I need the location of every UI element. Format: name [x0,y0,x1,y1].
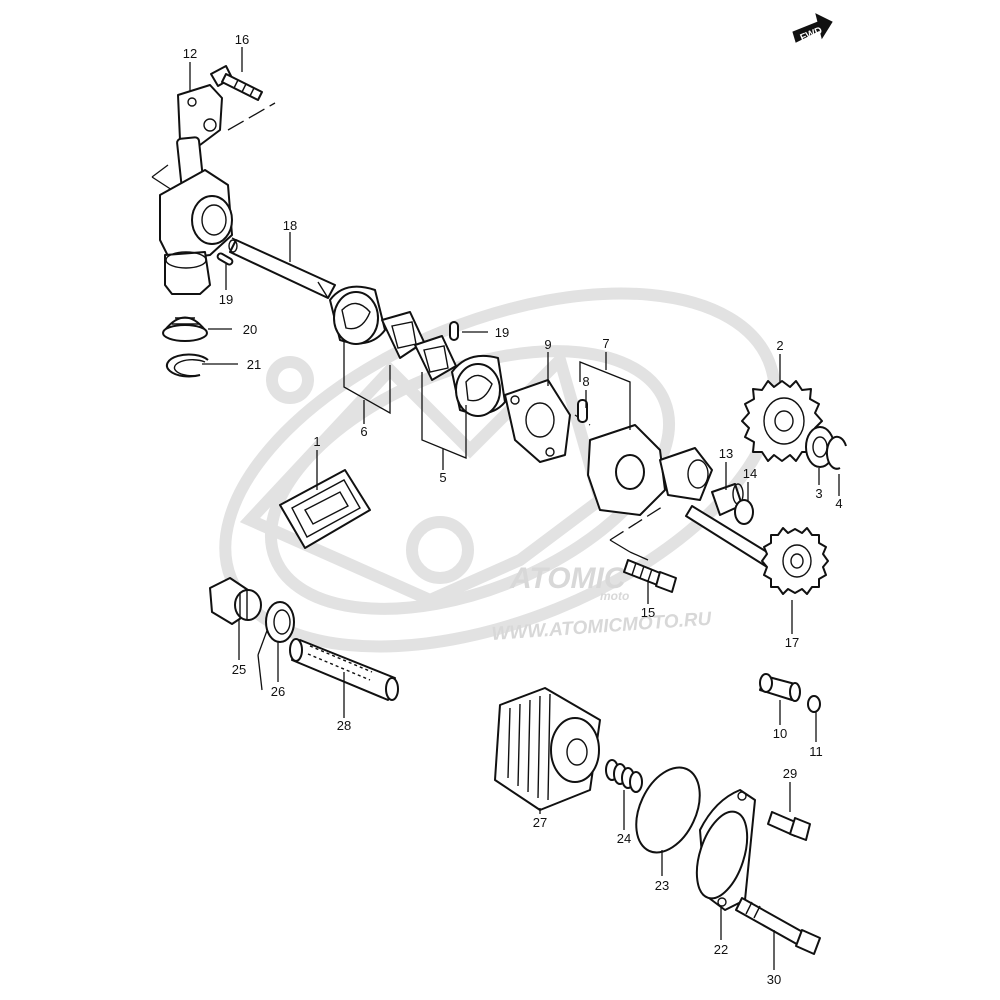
fwd-arrow-icon: FWD [792,13,833,44]
callout-4: 4 [835,496,842,511]
part-14-o-ring [734,499,754,525]
leader-lines [189,47,840,970]
callout-2: 2 [776,338,783,353]
part-15-bolt [623,559,677,593]
part-22-filter-cover [695,789,756,911]
callout-30: 30 [767,972,781,987]
part-4-circlip [825,435,847,470]
callout-6: 6 [360,424,367,439]
part-24-spring [605,759,643,793]
part-10-fitting [759,673,801,702]
callout-12: 12 [183,46,197,61]
part-8-pin [577,399,588,423]
part-23-o-ring [635,766,701,854]
callout-1: 1 [313,434,320,449]
callout-27: 27 [533,815,547,830]
callout-26: 26 [271,684,285,699]
callout-21: 21 [247,357,261,372]
callout-17: 17 [785,635,799,650]
callout-10: 10 [773,726,787,741]
part-17-gear-shaft [685,505,829,595]
callout-8: 8 [582,374,589,389]
callout-16: 16 [235,32,249,47]
part-25-drain-bolt [209,577,262,625]
part-27-oil-filter [494,687,601,811]
part-2-gear [741,380,823,462]
part-30-long-bolt [735,897,821,955]
part-5-rotor-set [414,335,506,417]
callout-13: 13 [719,446,733,461]
callout-11: 11 [809,744,823,759]
callout-labels: 12 16 18 19 20 21 19 6 5 9 8 7 2 3 4 13 … [183,32,843,987]
part-7-pump-body [587,424,713,516]
callout-7: 7 [602,336,609,351]
callout-9: 9 [544,337,551,352]
watermark-brand-sub: moto [600,589,629,603]
part-19-pin-left [216,252,234,266]
part-9-pump-cover [504,379,571,463]
callout-19a: 19 [219,292,233,307]
watermark-url: WWW.ATOMICMOTO.RU [491,609,713,645]
callout-20: 20 [243,322,257,337]
callout-25: 25 [232,662,246,677]
part-21-circlip [165,353,209,378]
callout-22: 22 [714,942,728,957]
part-1-gasket [279,469,371,549]
callout-24: 24 [617,831,631,846]
part-11-o-ring [807,695,821,713]
watermark-brand: ATOMIC [509,562,627,595]
callout-23: 23 [655,878,669,893]
callout-5: 5 [439,470,446,485]
part-26-washer [265,601,295,643]
callout-28: 28 [337,718,351,733]
callout-19b: 19 [495,325,509,340]
callout-15: 15 [641,605,655,620]
part-16-bolt [210,65,263,101]
part-19-pin-right [449,321,459,341]
part-12-lever-housing [159,84,233,295]
part-29-bolt [767,811,811,841]
callout-18: 18 [283,218,297,233]
callout-14: 14 [743,466,757,481]
callout-3: 3 [815,486,822,501]
callout-29: 29 [783,766,797,781]
part-18-shaft [228,239,336,299]
watermark-logo: ATOMIC moto WWW.ATOMICMOTO.RU [219,287,781,653]
part-28-screen-filter [289,638,399,701]
part-20-strainer [162,316,208,342]
